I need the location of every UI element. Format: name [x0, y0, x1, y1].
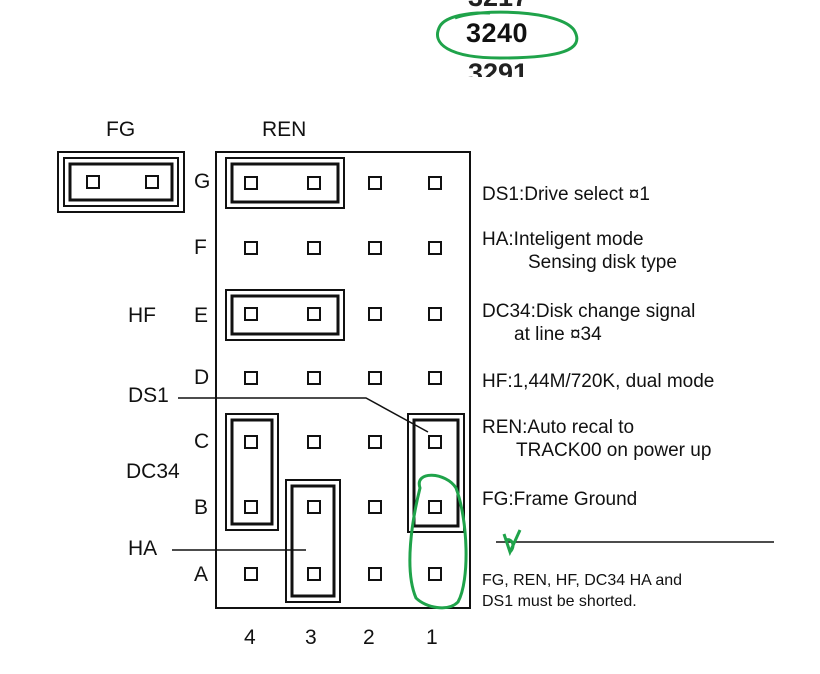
column-label-1: 1	[426, 626, 438, 649]
row-label-c: C	[194, 430, 210, 453]
pin-g3	[307, 176, 321, 190]
dc34-label: DC34	[126, 460, 180, 483]
pin-e3	[307, 307, 321, 321]
fg-pin-1	[86, 175, 100, 189]
jumper-ren	[225, 157, 345, 209]
pin-grid	[86, 175, 442, 581]
jumper-hf	[225, 289, 345, 341]
pin-f2	[368, 241, 382, 255]
pin-f1	[428, 241, 442, 255]
jumper-dc34	[225, 413, 279, 531]
legend-ren: REN:Auto recal to TRACK00 on power up	[482, 417, 712, 461]
pin-c3	[307, 435, 321, 449]
pin-c1	[428, 435, 442, 449]
row-label-g: G	[194, 170, 211, 193]
pin-a2	[368, 567, 382, 581]
selected-model-circle	[436, 10, 579, 60]
legend-dc34: DC34:Disk change signal at line ¤34	[482, 301, 696, 345]
row-label-f: F	[194, 236, 207, 259]
column-label-3: 3	[305, 626, 317, 649]
pin-a1	[428, 567, 442, 581]
pin-f4	[244, 241, 258, 255]
row-label-a: A	[194, 563, 209, 586]
model-number-selected: 3240	[466, 18, 529, 48]
pin-c4	[244, 435, 258, 449]
row-label-b: B	[194, 496, 209, 519]
pin-e2	[368, 307, 382, 321]
column-label-2: 2	[363, 626, 375, 649]
jumper-ha	[285, 479, 341, 603]
pin-b1	[428, 500, 442, 514]
hf-label: HF	[128, 304, 156, 327]
pin-b2	[368, 500, 382, 514]
pin-b4	[244, 500, 258, 514]
pin-d3	[307, 371, 321, 385]
fg-label: FG	[106, 118, 136, 141]
pin-f3	[307, 241, 321, 255]
shorting-note: FG, REN, HF, DC34 HA and DS1 must be sho…	[482, 572, 683, 610]
legend-fg: FG:Frame Ground	[482, 489, 638, 510]
pin-board	[215, 151, 471, 609]
ds1-pointer-line	[178, 397, 429, 433]
jumper-ds1	[407, 413, 465, 533]
pin-e1	[428, 307, 442, 321]
ds1-label: DS1	[128, 384, 169, 407]
pin-b3	[307, 500, 321, 514]
model-number-below: 3291	[468, 58, 529, 88]
green-pin-loop	[408, 473, 468, 610]
pin-g4	[244, 176, 258, 190]
pin-a3	[307, 567, 321, 581]
pin-c2	[368, 435, 382, 449]
pin-d1	[428, 371, 442, 385]
green-mark	[502, 529, 522, 557]
fg-jumper-block	[57, 151, 185, 213]
legend-hf: HF:1,44M/720K, dual mode	[482, 371, 715, 392]
ha-label: HA	[128, 537, 158, 560]
row-label-d: D	[194, 366, 210, 389]
legend-ds1: DS1:Drive select ¤1	[482, 184, 650, 205]
column-label-4: 4	[244, 626, 256, 649]
fg-pin-2	[145, 175, 159, 189]
pin-d4	[244, 371, 258, 385]
model-number-above: 3217	[468, 0, 528, 13]
pin-d2	[368, 371, 382, 385]
pin-g2	[368, 176, 382, 190]
ren-label: REN	[262, 118, 307, 141]
row-label-e: E	[194, 304, 209, 327]
pin-e4	[244, 307, 258, 321]
pin-a4	[244, 567, 258, 581]
legend-ha: HA:Inteligent mode Sensing disk type	[482, 229, 677, 273]
pin-g1	[428, 176, 442, 190]
